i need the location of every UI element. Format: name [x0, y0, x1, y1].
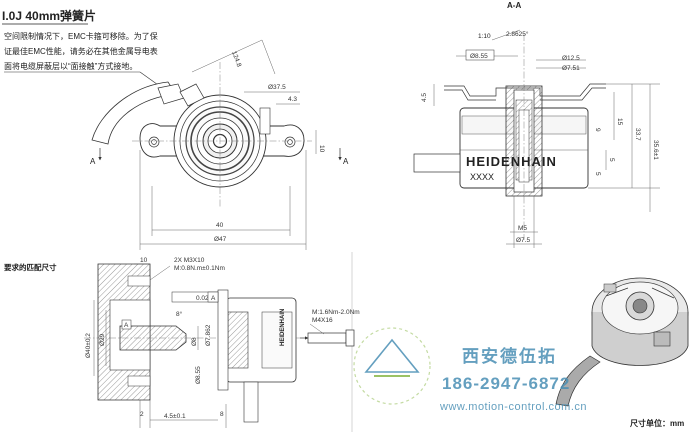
screw [307, 332, 347, 344]
dim-angle-8: 8° [176, 310, 183, 318]
note-line-2: 证最佳EMC性能，请务必在其他金属导电表 [4, 46, 158, 56]
dim-h4-5: 4.5 [421, 93, 428, 102]
dim-thread: 2X M3X10 [174, 257, 205, 264]
dim-flatness: 0.02 [196, 295, 209, 302]
mating-title: 要求的匹配尺寸 [4, 262, 57, 272]
dim-d37-5: Ø37.5 [268, 84, 286, 91]
section-view: A-A 1:10 2.8625° Ø8.55 Ø12.5 Ø7.51 HEIDE… [413, 1, 660, 248]
dim-torque: M:0.8N.m±0.1Nm [174, 265, 225, 272]
dim-h5b: 5 [594, 172, 601, 176]
dim-10: 10 [318, 145, 325, 153]
page-title: I.0J 40mm弹簧片 [2, 8, 96, 23]
note-line-3: 面将电缆屏蔽层以“面接触”方式接地。 [4, 61, 137, 71]
section-title: A-A [507, 1, 521, 10]
mating-view: 要求的匹配尺寸 HEIDENHAIN 10 2X M3X10 M:0.8N.m±… [4, 252, 360, 432]
section-mark-left: A [90, 157, 96, 166]
datum-a: A [211, 295, 216, 302]
dim-bot-4-5: 4.5±0.1 [164, 413, 186, 420]
scale-label: 1:10 [478, 33, 491, 40]
dim-d7-5: Ø7.5 [516, 237, 530, 244]
datum-a-box: A [124, 322, 129, 329]
watermark-url: www.motion-control.com.cn [439, 401, 587, 413]
watermark-phone: 186-2947-6872 [442, 374, 570, 393]
watermark-logo [353, 327, 431, 405]
dim-d7-862: Ø7.862 [205, 324, 212, 346]
dim-screw: M4X16 [312, 317, 333, 324]
dim-d12-5: Ø12.5 [562, 55, 580, 62]
dim-d8: Ø8 [191, 337, 198, 346]
dim-40: 40 [216, 222, 224, 229]
watermark-company: 西安德伍拓 [462, 346, 557, 366]
watermark: 西安德伍拓 186-2947-6872 www.motion-control.c… [353, 327, 587, 413]
unit-label: 尺寸单位：mm [630, 418, 684, 428]
dim-h33-7: 33.7 [634, 128, 641, 141]
dim-d8-55-mating: Ø8.55 [195, 366, 202, 384]
dim-m5: M5 [518, 225, 527, 232]
dim-h15: 15 [616, 118, 623, 126]
dim-124-8: 124.8 [230, 50, 242, 68]
dim-d47: Ø47 [214, 236, 227, 243]
dim-top-10: 10 [140, 257, 148, 264]
dim-d7-51: Ø7.51 [562, 65, 580, 72]
dim-h5: 5 [608, 158, 615, 162]
front-view: A A 124.8 Ø37.5 4.3 10 40 Ø47 [90, 39, 349, 250]
isometric-view [555, 277, 689, 407]
brand-text: HEIDENHAIN [466, 154, 557, 169]
section-mark-right: A [343, 157, 349, 166]
dim-bot-8: 8 [220, 411, 224, 418]
dim-screw-torque: M:1.6Nm-2.0Nm [312, 309, 360, 316]
dim-angle: 2.8625° [506, 30, 529, 38]
dim-h35-6: 35.6±1 [652, 140, 659, 160]
dim-bot-2: 2 [140, 411, 144, 418]
dim-d40: Ø40±0.2 [85, 333, 92, 358]
dim-4-3: 4.3 [288, 96, 297, 103]
dim-d8-55: Ø8.55 [470, 53, 488, 60]
mating-brand: HEIDENHAIN [280, 309, 286, 346]
model-text: XXXX [470, 172, 494, 182]
dim-d29: Ø29 [99, 333, 106, 346]
note-line-1: 空间限制情况下，EMC卡箍可移除。为了保 [4, 31, 158, 41]
dim-h9: 9 [594, 128, 601, 132]
